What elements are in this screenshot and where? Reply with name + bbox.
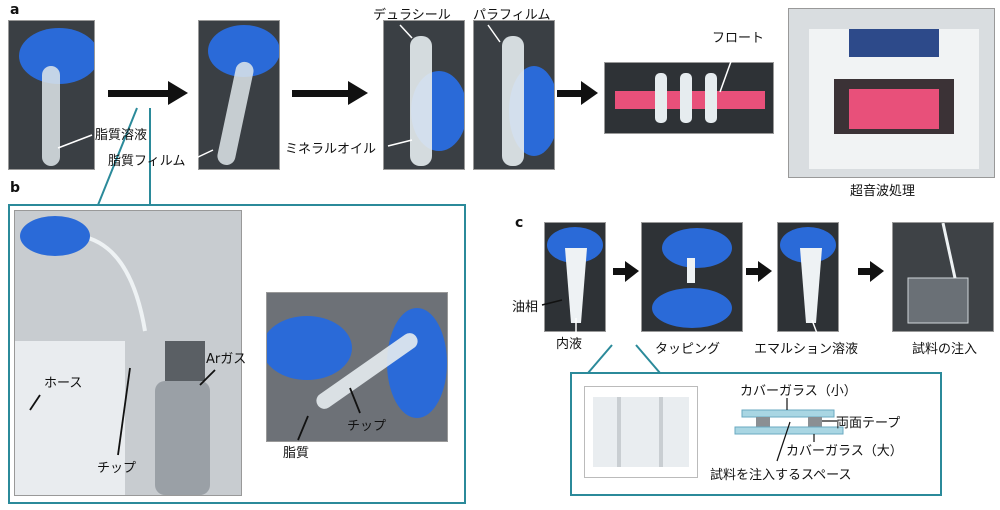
test-tube: [410, 36, 432, 166]
double-tape-left: [756, 417, 770, 427]
arrow-3-shaft: [557, 90, 581, 97]
glove-shape: [780, 227, 836, 263]
label-inner-solution: 内液: [556, 337, 583, 352]
panel-letter-a: a: [10, 2, 20, 18]
photo-float: [604, 62, 774, 134]
photo-emulsion: [777, 222, 839, 332]
photo-sonicator: [788, 8, 995, 178]
inset-connector-c-left: [587, 344, 613, 374]
arrow-6-shaft: [858, 268, 870, 275]
arrow-4-head: [625, 261, 639, 282]
photo-sample-injection: [892, 222, 994, 332]
photo-mineral-oil: [383, 20, 465, 170]
label-cover-small: カバーガラス（小）: [740, 384, 857, 399]
label-tapping: タッピング: [655, 342, 721, 357]
photo-cover-glass: [584, 386, 698, 478]
sonicator-display: [849, 29, 939, 57]
label-sample-injection: 試料の注入: [912, 342, 978, 357]
label-float: フロート: [712, 31, 765, 46]
test-tube: [42, 66, 60, 166]
label-tip-right: チップ: [347, 419, 387, 434]
label-duraseal: デュラシール: [373, 8, 451, 23]
arrow-5-head: [758, 261, 772, 282]
tube-3: [705, 73, 717, 123]
label-sample-space: 試料を注入するスペース: [710, 468, 852, 483]
cover-glass-large: [734, 426, 844, 435]
arrow-3-head: [581, 81, 598, 105]
label-double-tape: 両面テープ: [836, 416, 901, 431]
label-oil-phase: 油相: [512, 300, 539, 315]
inset-b: [8, 204, 466, 504]
glass-sheet: [593, 397, 689, 467]
panel-letter-b: b: [10, 180, 21, 196]
label-emulsion: エマルション溶液: [754, 342, 859, 357]
arrow-2-shaft: [292, 90, 348, 97]
cover-glass-small: [741, 409, 835, 418]
double-tape-right: [808, 417, 822, 427]
glove-shape: [547, 227, 603, 263]
arrow-5-shaft: [746, 268, 758, 275]
inset-c: [570, 372, 942, 496]
arrow-1-head: [168, 81, 188, 105]
test-tube: [502, 36, 524, 166]
cover-glass-schematic: [734, 398, 844, 462]
lab-bench: [15, 341, 125, 495]
label-lipid-film: 脂質フィルム: [108, 154, 186, 169]
cover-glass-photo: [907, 277, 969, 324]
label-cover-large: カバーガラス（大）: [786, 444, 903, 459]
panel-letter-c: c: [515, 215, 524, 231]
tape-left: [617, 397, 621, 467]
label-lipid-solution: 脂質溶液: [95, 128, 148, 143]
arrow-2-head: [348, 81, 368, 105]
photo-tapping: [641, 222, 743, 332]
label-lipid: 脂質: [283, 446, 310, 461]
glove-shape: [19, 28, 94, 84]
tape-right: [659, 397, 663, 467]
photo-lipid-film: [198, 20, 280, 170]
label-tip-left: チップ: [97, 461, 137, 476]
glove-shape: [20, 216, 90, 256]
glove-shape-bottom: [652, 288, 732, 328]
arrow-6-head: [870, 261, 884, 282]
glove-shape-right: [387, 308, 447, 418]
label-ar-gas: Arガス: [206, 352, 247, 367]
photo-inner-solution: [544, 222, 606, 332]
tube-1: [655, 73, 667, 123]
glove-shape: [208, 25, 279, 77]
label-sonication: 超音波処理: [850, 184, 916, 199]
label-hose: ホース: [44, 376, 83, 391]
tube-2: [680, 73, 692, 123]
callout-sample-space: [776, 421, 791, 462]
glove-shape-left: [267, 316, 352, 380]
glove-shape-top: [662, 228, 732, 268]
microtube: [800, 248, 822, 323]
regulator: [165, 341, 205, 381]
test-tube: [316, 333, 418, 409]
test-tube: [217, 61, 254, 165]
pipette-tip: [941, 223, 957, 279]
float-in-bath: [849, 89, 939, 129]
photo-parafilm: [473, 20, 555, 170]
arrow-1-shaft: [108, 90, 168, 97]
label-mineral-oil: ミネラルオイル: [285, 142, 377, 157]
ar-gas-cylinder: [155, 381, 210, 495]
photo-lipid-drying: [266, 292, 448, 442]
microtube: [687, 258, 695, 283]
microtube: [565, 248, 587, 323]
photo-lipid-solution: [8, 20, 95, 170]
label-parafilm: パラフィルム: [473, 8, 551, 23]
arrow-4-shaft: [613, 268, 625, 275]
